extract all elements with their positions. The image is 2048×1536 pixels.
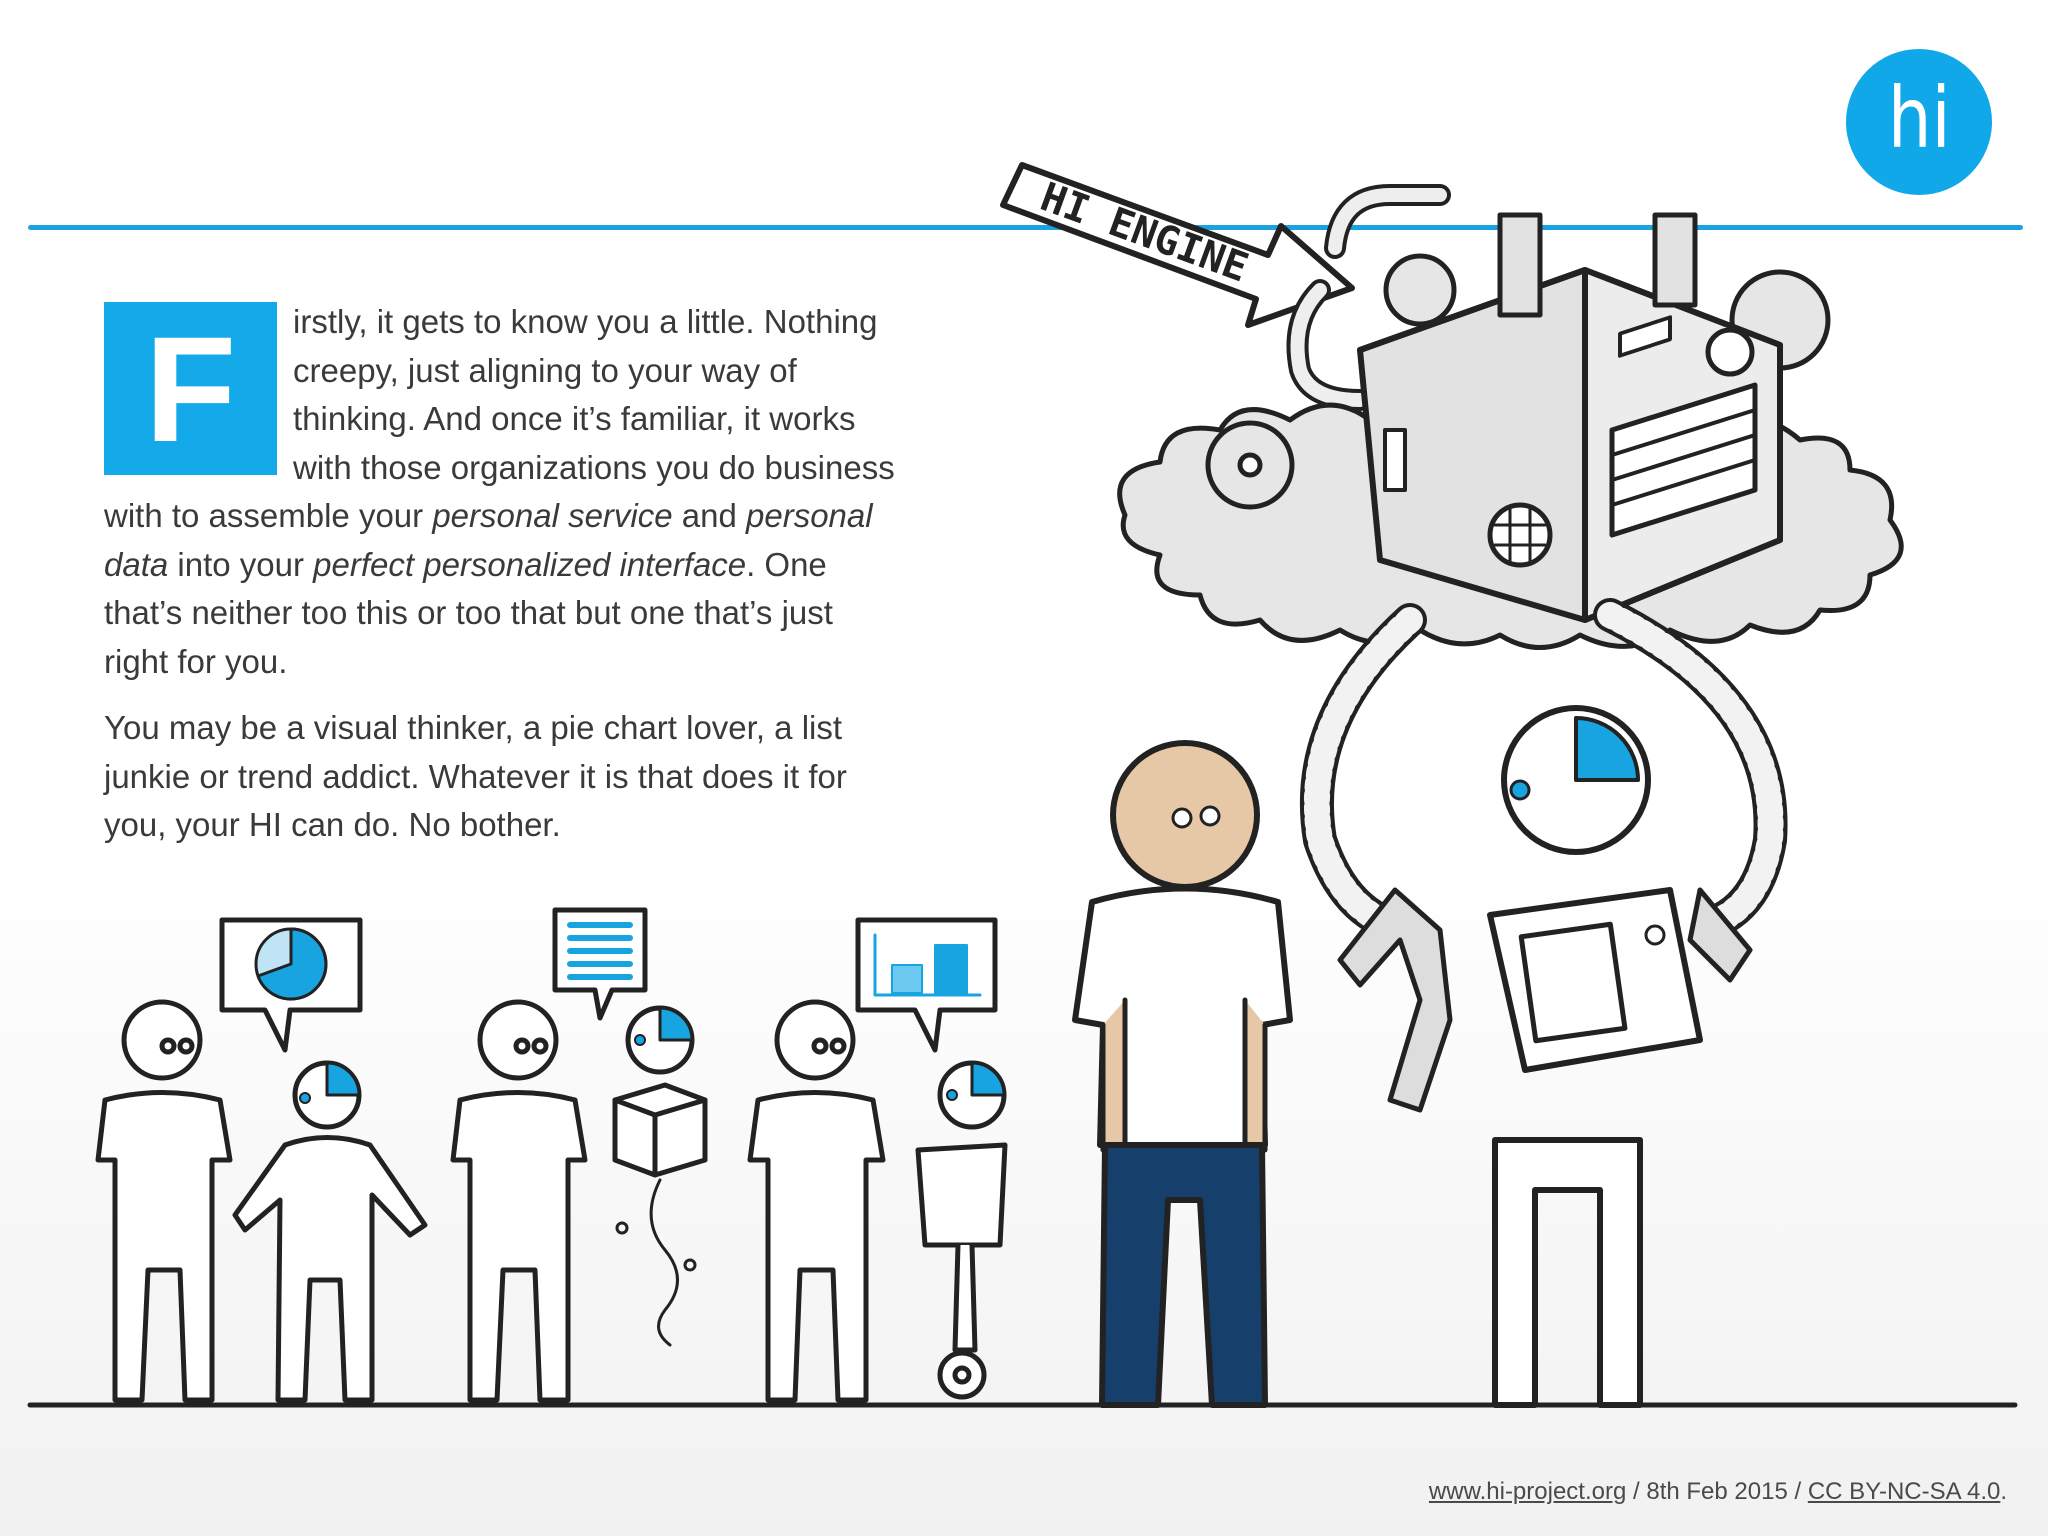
hi-engine-label: HI ENGINE [1035, 174, 1254, 291]
paragraph-1: irstly, it gets to know you a little. No… [104, 298, 904, 686]
floating-pie-head [1501, 705, 1651, 855]
p1-text-a: irstly, it gets to know you a little. No… [104, 303, 895, 534]
figure-3 [450, 999, 588, 1403]
p1-text-d: . One that’s neither too this or too tha… [104, 545, 833, 680]
dropcap: F [104, 302, 277, 475]
machine-hoses [1299, 598, 1788, 937]
list-document-icon [552, 907, 648, 1021]
p1-text-c: into your [168, 545, 314, 583]
figure-4 [612, 1005, 708, 1347]
hi-engine-machine [1357, 212, 1783, 623]
p1-emphasis-personal-data: personal data [104, 497, 873, 583]
figure-2 [232, 1060, 428, 1403]
main-person [1072, 740, 1293, 1408]
paragraph-2: You may be a visual thinker, a pie chart… [104, 709, 847, 843]
pie-chart-icon [219, 917, 363, 1053]
footer-end: . [2000, 1478, 2007, 1505]
dropcap-letter: F [144, 304, 237, 473]
license-link[interactable]: CC BY-NC-SA 4.0 [1807, 1478, 2001, 1505]
hi-logo-text: hi [1887, 69, 1951, 167]
site-link[interactable]: www.hi-project.org [1428, 1478, 1627, 1505]
p1-emphasis-personal-service: personal service [432, 497, 673, 534]
footer-credits: www.hi-project.org / 8th Feb 2015 / CC B… [1429, 1478, 2007, 1506]
p1-text-b: and [672, 497, 746, 534]
figure-5 [747, 999, 886, 1403]
figure-6 [915, 1060, 1008, 1400]
header-rule [28, 225, 2023, 230]
body-copy: F irstly, it gets to know you a little. … [104, 298, 904, 850]
footer-separator-1: / [1626, 1478, 1647, 1505]
hi-logo[interactable]: hi [1846, 49, 1992, 195]
footer-date: 8th Feb 2015 [1646, 1478, 1788, 1505]
footer-separator-2: / [1787, 1478, 1808, 1505]
p1-emphasis-interface: perfect personalized interface [313, 545, 747, 583]
figure-1 [95, 999, 233, 1403]
bar-chart-icon [855, 917, 998, 1053]
